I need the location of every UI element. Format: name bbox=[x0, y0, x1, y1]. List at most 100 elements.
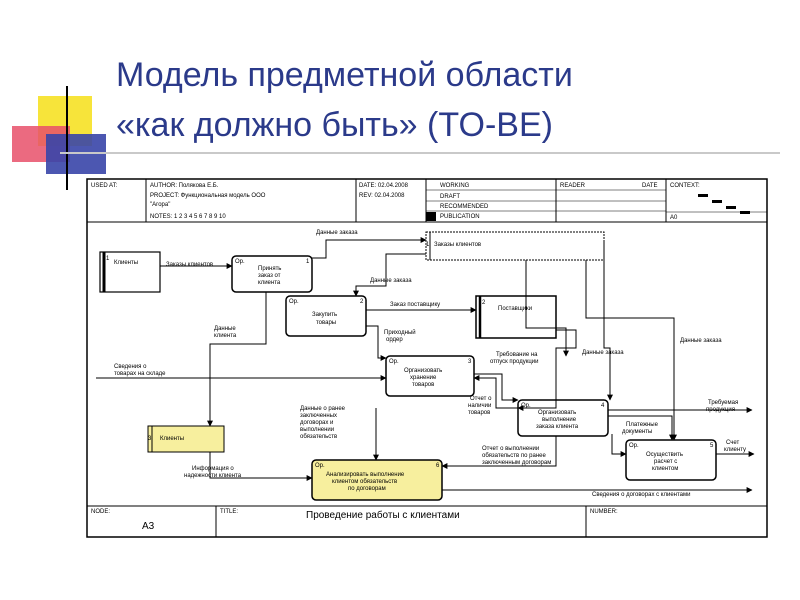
svg-text:3: 3 bbox=[148, 436, 152, 442]
context-label: CONTEXT: bbox=[670, 183, 700, 189]
slide-title: Модель предметной области «как должно бы… bbox=[116, 50, 776, 150]
svg-text:выполнение: выполнение bbox=[542, 417, 577, 423]
svg-text:2: 2 bbox=[482, 300, 486, 306]
rev-label: REV: 02.04.2008 bbox=[359, 193, 405, 199]
working-label: WORKING bbox=[440, 183, 470, 189]
svg-text:Ор.: Ор. bbox=[289, 299, 299, 305]
svg-text:Ор.: Ор. bbox=[389, 359, 399, 365]
reader-label: READER bbox=[560, 183, 586, 189]
svg-text:Клиенты: Клиенты bbox=[114, 260, 138, 266]
author-label: AUTHOR: Полякова Е.Б. bbox=[150, 183, 219, 189]
svg-text:3: 3 bbox=[468, 359, 472, 365]
svg-text:хранение: хранение bbox=[410, 375, 437, 381]
arrow-label-obligation-2: обязательств по ранее bbox=[482, 453, 546, 459]
arrow-label-order-data-r1: Данные заказа bbox=[582, 350, 624, 356]
svg-text:клиентом: клиентом bbox=[652, 466, 678, 472]
footer-title-value: Проведение работы с клиентами bbox=[306, 509, 460, 521]
footer-number-label: NUMBER: bbox=[590, 509, 618, 515]
svg-text:Ор.: Ор. bbox=[235, 259, 245, 265]
context-node: A0 bbox=[670, 215, 678, 221]
svg-text:Клиенты: Клиенты bbox=[160, 436, 184, 442]
recommended-label: RECOMMENDED bbox=[440, 204, 489, 210]
arrow-label-contracts-1: Данные о ранее bbox=[300, 406, 346, 412]
idef-diagram: USED AT: AUTHOR: Полякова Е.Б. PROJECT: … bbox=[86, 178, 768, 538]
svg-text:Ор.: Ор. bbox=[521, 403, 531, 409]
svg-text:2: 2 bbox=[360, 299, 364, 305]
svg-text:Организовать: Организовать bbox=[538, 410, 576, 416]
svg-text:товаров: товаров bbox=[412, 382, 434, 388]
decor-blue-block bbox=[46, 134, 106, 174]
arrow-label-demanded-1: Требуемая bbox=[708, 400, 738, 406]
arrow-label-reliability-2: надежности клиента bbox=[184, 473, 242, 479]
arrow-label-obligation-3: заключенным договорам bbox=[482, 460, 551, 466]
decor-vertical-line bbox=[66, 86, 68, 190]
header-block: USED AT: AUTHOR: Полякова Е.Б. PROJECT: … bbox=[87, 179, 767, 223]
arrow-label-invoice-2: клиенту bbox=[724, 447, 746, 453]
arrow-label-availability-3: товаров bbox=[468, 410, 490, 416]
svg-text:4: 4 bbox=[601, 403, 605, 409]
activity-fulfil-order: Ор. 4 Организовать выполнение заказа кли… bbox=[517, 399, 609, 437]
svg-text:Анализировать выполнение: Анализировать выполнение bbox=[326, 472, 405, 478]
svg-text:5: 5 bbox=[710, 443, 714, 449]
used-at-label: USED AT: bbox=[91, 183, 118, 189]
activity-settle-client: Ор. 5 Осуществить расчет с клиентом bbox=[625, 439, 717, 481]
arrow-label-receipt-1: Приходный bbox=[384, 329, 416, 336]
arrow-label-contracts-2: заключенных bbox=[300, 413, 337, 419]
footer-title-label: TITLE: bbox=[220, 509, 238, 515]
activity-organize-storage: Ор. 3 Организовать хранение товаров bbox=[385, 355, 475, 397]
arrow-label-contracts-3: договорах и bbox=[300, 420, 333, 426]
svg-text:Ор.: Ор. bbox=[629, 443, 639, 449]
arrow-label-supplier-order: Заказ поставщику bbox=[390, 302, 440, 308]
notes-label: NOTES: 1 2 3 4 5 6 7 8 9 10 bbox=[150, 214, 226, 220]
svg-text:клиентом обязательств: клиентом обязательств bbox=[332, 479, 397, 485]
entity-suppliers: 2 Поставщики bbox=[475, 295, 557, 339]
svg-text:заказа клиента: заказа клиента bbox=[536, 424, 579, 430]
arrow-label-availability-2: наличии bbox=[468, 403, 491, 409]
arrow-label-payment-1: Платежные bbox=[626, 422, 659, 428]
arrow-label-release-req-1: Требование на bbox=[496, 352, 538, 358]
svg-text:Поставщики: Поставщики bbox=[498, 306, 532, 312]
svg-text:клиента: клиента bbox=[258, 280, 281, 286]
arrow-label-stock-2: товарах на складе bbox=[114, 371, 166, 377]
arrow-label-client-data-1: Данные bbox=[214, 326, 236, 332]
arrow-label-receipt-2: ордер bbox=[386, 337, 403, 343]
arrow-label-reliability-1: Информация о bbox=[192, 466, 234, 472]
publication-label: PUBLICATION bbox=[440, 214, 480, 220]
arrow-lines bbox=[96, 237, 755, 493]
date-label: DATE: 02.04.2008 bbox=[359, 183, 409, 189]
arrow-label-client-orders: Заказы клиентов bbox=[166, 262, 213, 268]
arrow-label-client-data-2: клиента bbox=[214, 333, 237, 339]
arrow-label-stock-1: Сведения о bbox=[114, 364, 147, 370]
svg-text:1: 1 bbox=[426, 242, 430, 248]
title-underline bbox=[60, 152, 780, 154]
footer-node-value: A3 bbox=[142, 521, 155, 532]
svg-text:Организовать: Организовать bbox=[404, 368, 442, 374]
svg-text:1: 1 bbox=[306, 259, 310, 265]
footer-node-label: NODE: bbox=[91, 509, 110, 515]
activity-analyze-obligations: Ор. 6 Анализировать выполнение клиентом … bbox=[311, 459, 443, 501]
arrow-label-invoice-1: Счет bbox=[726, 440, 740, 446]
svg-text:расчет с: расчет с bbox=[654, 459, 677, 465]
arrow-labels: Данные заказа Заказы клиентов Данные зак… bbox=[114, 230, 746, 498]
arrow-label-obligation-1: Отчет о выполнении bbox=[482, 446, 539, 452]
slide-title-line-2: «как должно быть» (TO-BE) bbox=[116, 106, 553, 144]
entity-clients-db: 3 Клиенты bbox=[147, 425, 225, 453]
svg-text:Заказы клиентов: Заказы клиентов bbox=[434, 242, 481, 248]
footer-block: NODE: A3 TITLE: Проведение работы с клие… bbox=[87, 505, 767, 537]
arrow-label-payment-2: документы bbox=[622, 429, 652, 435]
date2-label: DATE bbox=[642, 183, 658, 189]
svg-text:Ор.: Ор. bbox=[315, 463, 325, 469]
svg-text:по договорам: по договорам bbox=[348, 486, 386, 492]
svg-text:заказ от: заказ от bbox=[258, 273, 281, 279]
arrow-label-order-data-r2: Данные заказа bbox=[680, 338, 722, 344]
project-name: "Агора" bbox=[150, 202, 170, 208]
activity-accept-order: Ор. 1 Принять заказ от клиента bbox=[231, 255, 313, 293]
arrow-label-order-data-mid: Данные заказа bbox=[370, 278, 412, 284]
arrow-label-contract-info: Сведения о договорах с клиентами bbox=[592, 492, 690, 498]
svg-text:1: 1 bbox=[106, 256, 110, 262]
arrow-label-release-req-2: отпуск продукции bbox=[490, 359, 538, 365]
entity-orders-store: 1 Заказы клиентов bbox=[425, 231, 605, 261]
draft-label: DRAFT bbox=[440, 194, 460, 200]
arrow-label-contracts-4: выполнении bbox=[300, 427, 334, 433]
arrow-label-contracts-5: обязательств bbox=[300, 434, 337, 440]
